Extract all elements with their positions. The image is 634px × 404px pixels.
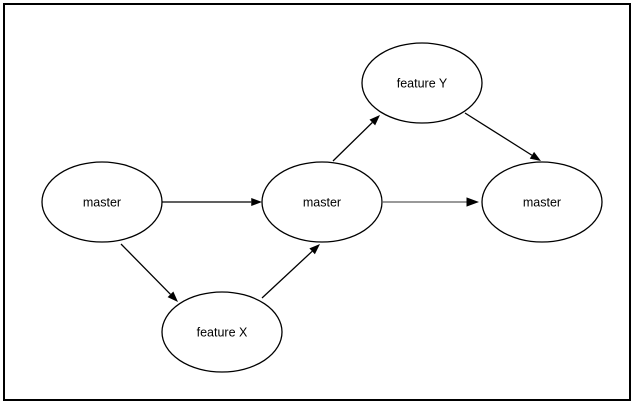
edge-arrowhead <box>466 197 479 207</box>
edge-arrowhead <box>369 115 380 126</box>
node-ellipse <box>161 291 283 373</box>
diagram-node-feature-x: feature X <box>161 291 283 373</box>
diagram-edge-master-1-to-master-2 <box>162 197 262 207</box>
node-ellipse <box>41 161 163 243</box>
diagram-border <box>3 3 631 401</box>
node-ellipse <box>481 161 603 243</box>
node-ellipse <box>361 42 483 124</box>
edge-line <box>261 250 313 299</box>
edge-line <box>464 112 533 156</box>
node-label: feature X <box>197 326 248 340</box>
edge-arrowhead <box>529 151 541 161</box>
node-label: master <box>303 196 341 210</box>
edge-arrowhead <box>309 244 320 255</box>
diagram-edge-feature-x-to-master-2 <box>261 244 320 299</box>
diagram-edge-master-1-to-feature-x <box>120 243 178 302</box>
edge-arrowhead <box>251 197 262 207</box>
node-ellipse <box>261 161 383 243</box>
edge-arrowhead <box>167 291 178 302</box>
diagram-node-master-3: master <box>481 161 603 243</box>
diagram-edge-feature-y-to-master-3 <box>464 112 541 161</box>
diagram-edge-master-2-to-feature-y <box>332 115 380 162</box>
edge-line <box>120 243 171 295</box>
diagram-node-feature-y: feature Y <box>361 42 483 124</box>
node-label: feature Y <box>397 77 448 91</box>
node-label: master <box>83 196 121 210</box>
diagram-node-master-2: master <box>261 161 383 243</box>
diagram-edge-master-2-to-master-3 <box>383 197 479 207</box>
edge-line <box>332 122 373 162</box>
diagram-node-master-1: master <box>41 161 163 243</box>
node-label: master <box>523 196 561 210</box>
